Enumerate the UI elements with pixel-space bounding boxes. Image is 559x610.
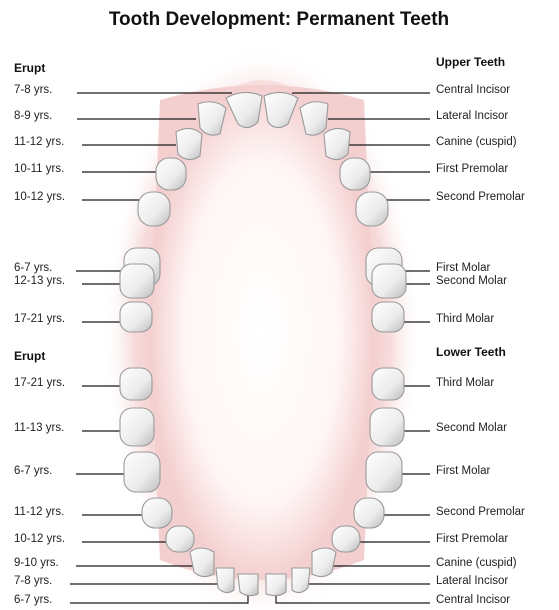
lower-third-molar [372, 368, 404, 400]
lower-tooth-label: First Molar [436, 465, 490, 477]
upper-tooth-label: First Premolar [436, 163, 508, 175]
lower-third-molar [120, 368, 152, 400]
lower-tooth-label: First Premolar [436, 533, 508, 545]
upper-age-label: 8-9 yrs. [14, 110, 52, 122]
lower-tooth-labels: Third Molar Second Molar First Molar Sec… [436, 377, 525, 606]
lower-second-premolar [142, 498, 172, 528]
lower-canine [190, 548, 214, 577]
upper-canine [324, 128, 350, 159]
upper-age-label: 7-8 yrs. [14, 84, 52, 96]
lower-age-label: 10-12 yrs. [14, 533, 65, 545]
lower-canine [312, 548, 336, 577]
lower-tooth-label: Central Incisor [436, 594, 510, 606]
lower-age-label: 6-7 yrs. [14, 594, 52, 606]
lower-first-premolar [332, 526, 360, 552]
upper-tooth-label: Lateral Incisor [436, 110, 508, 122]
lower-age-labels: 17-21 yrs. 11-13 yrs. 6-7 yrs. 11-12 yrs… [14, 377, 65, 606]
upper-age-label: 10-11 yrs. [14, 163, 64, 175]
lower-tooth-label: Canine (cuspid) [436, 557, 517, 569]
lower-tooth-label: Second Premolar [436, 506, 525, 518]
lower-first-molar [366, 452, 402, 492]
lower-second-molar [120, 408, 154, 446]
lower-tooth-label: Lateral Incisor [436, 575, 508, 587]
lower-age-label: 11-13 yrs. [14, 422, 64, 434]
upper-second-premolar [356, 192, 388, 226]
upper-canine [176, 128, 202, 159]
upper-second-molar [372, 264, 406, 298]
upper-tooth-label: Third Molar [436, 313, 494, 325]
lower-second-molar [370, 408, 404, 446]
lower-teeth-heading: Lower Teeth [436, 345, 506, 359]
lower-second-premolar [354, 498, 384, 528]
lower-erupt-heading: Erupt [14, 349, 45, 363]
upper-third-molar [120, 302, 152, 332]
upper-tooth-label: Second Molar [436, 275, 507, 287]
lower-tooth-label: Second Molar [436, 422, 507, 434]
lower-central-incisor [238, 574, 258, 596]
lower-first-molar [124, 452, 160, 492]
upper-age-label: 17-21 yrs. [14, 313, 65, 325]
upper-age-label: 10-12 yrs. [14, 191, 65, 203]
upper-age-label: 6-7 yrs. [14, 262, 52, 274]
upper-tooth-label: Central Incisor [436, 84, 510, 96]
upper-teeth-heading: Upper Teeth [436, 55, 505, 69]
upper-tooth-label: First Molar [436, 262, 490, 274]
lower-age-label: 6-7 yrs. [14, 465, 52, 477]
upper-age-label: 11-12 yrs. [14, 136, 64, 148]
upper-first-premolar [156, 158, 186, 190]
lower-first-premolar [166, 526, 194, 552]
upper-tooth-labels: Central Incisor Lateral Incisor Canine (… [436, 84, 525, 325]
lower-lateral-incisor [292, 568, 310, 593]
lower-age-label: 17-21 yrs. [14, 377, 65, 389]
upper-tooth-label: Second Premolar [436, 191, 525, 203]
lower-lateral-incisor [216, 568, 234, 593]
lower-central-incisor [266, 574, 286, 596]
upper-age-labels: 7-8 yrs. 8-9 yrs. 11-12 yrs. 10-11 yrs. … [14, 84, 65, 325]
page-title: Tooth Development: Permanent Teeth [109, 9, 449, 30]
upper-third-molar [372, 302, 404, 332]
upper-erupt-heading: Erupt [14, 61, 45, 75]
lower-age-label: 7-8 yrs. [14, 575, 52, 587]
lower-age-label: 9-10 yrs. [14, 557, 59, 569]
upper-tooth-label: Canine (cuspid) [436, 136, 517, 148]
lower-tooth-label: Third Molar [436, 377, 494, 389]
lower-age-label: 11-12 yrs. [14, 506, 64, 518]
upper-first-premolar [340, 158, 370, 190]
upper-second-molar [120, 264, 154, 298]
upper-second-premolar [138, 192, 170, 226]
upper-age-label: 12-13 yrs. [14, 275, 65, 287]
